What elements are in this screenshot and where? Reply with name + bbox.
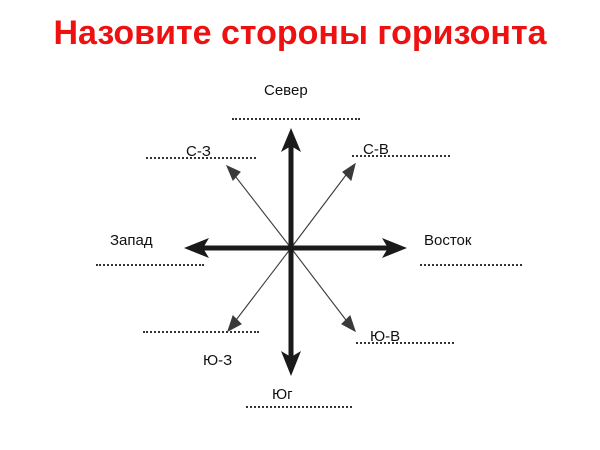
label-south: Юг	[272, 386, 293, 403]
label-northeast: С-В	[363, 141, 389, 158]
blank-line-west	[96, 264, 204, 266]
label-northwest: С-З	[186, 143, 211, 160]
label-southwest: Ю-З	[203, 352, 233, 369]
label-north: Север	[264, 82, 308, 99]
blank-line-south	[246, 406, 352, 408]
blank-line-northeast	[352, 155, 450, 157]
southwest-axis-line	[232, 247, 292, 325]
label-east: Восток	[424, 232, 472, 249]
southeast-arrow-head	[341, 314, 356, 333]
west-arrow-head	[184, 238, 209, 258]
northeast-axis-line	[290, 170, 350, 249]
southwest-arrow-head	[227, 314, 242, 333]
blank-line-east	[420, 264, 522, 266]
east-arrow-head	[382, 238, 407, 258]
page-title: Назовите стороны горизонта	[53, 14, 547, 52]
label-west: Запад	[110, 232, 153, 249]
blank-line-southeast	[356, 342, 454, 344]
cardinal-arrow-heads	[184, 128, 407, 376]
blank-line-north	[232, 118, 360, 120]
northwest-axis-line	[231, 171, 292, 249]
southeast-axis-line	[290, 247, 350, 325]
blank-line-southwest	[143, 331, 259, 333]
northwest-arrow-head	[225, 164, 241, 182]
label-southeast: Ю-В	[370, 328, 401, 345]
blank-line-northwest	[146, 157, 256, 159]
north-arrow-head	[281, 128, 301, 152]
cardinal-axes-group	[196, 142, 396, 362]
diagonal-axes-group	[225, 162, 356, 333]
northeast-arrow-head	[342, 162, 356, 182]
south-arrow-head	[281, 351, 301, 376]
